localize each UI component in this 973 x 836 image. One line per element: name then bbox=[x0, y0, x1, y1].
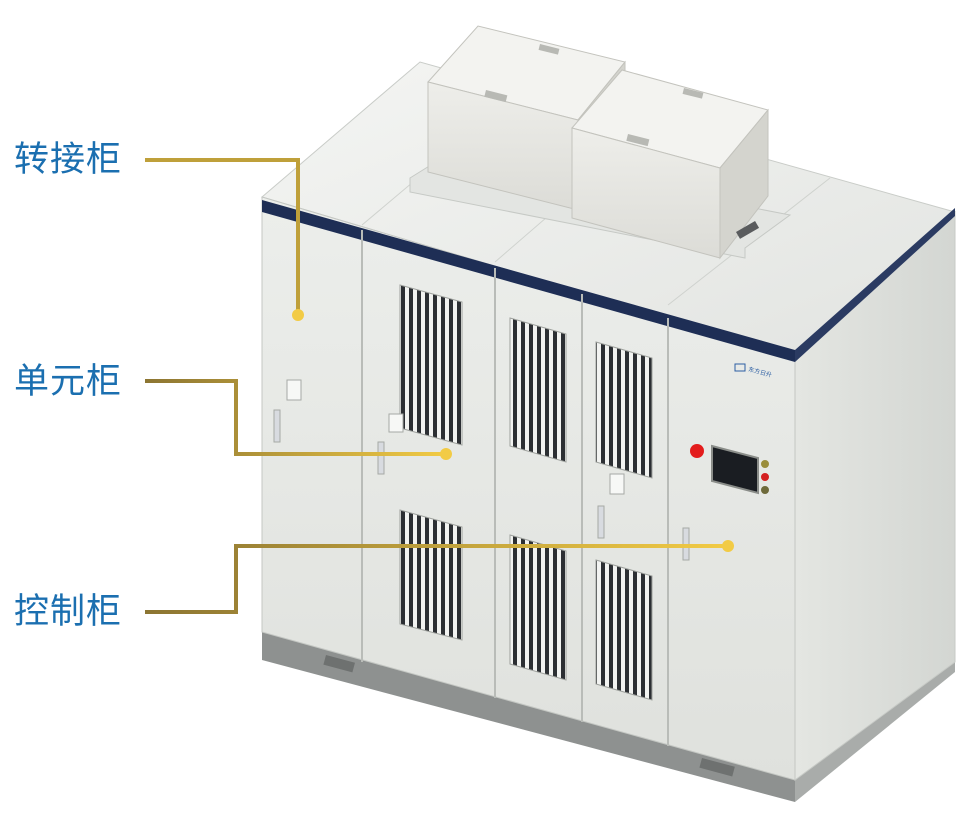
leader-line-transfer bbox=[145, 158, 300, 315]
hmi-screen bbox=[711, 444, 759, 495]
indicator-lamp-1 bbox=[761, 460, 769, 468]
leader-dot-transfer bbox=[292, 309, 304, 321]
cabinet-base bbox=[262, 632, 955, 802]
control-cabinet-label: 控制柜 bbox=[14, 592, 123, 632]
leader-dot-control bbox=[722, 540, 734, 552]
nameplate-logo bbox=[734, 363, 746, 372]
ventilation-grilles bbox=[399, 284, 653, 701]
indicator-lamp-3 bbox=[761, 486, 769, 494]
control-panel-hardware bbox=[690, 363, 769, 495]
fan-box-right bbox=[571, 69, 769, 260]
transfer-cabinet-label: 转接柜 bbox=[14, 140, 123, 180]
leader-dot-unit bbox=[440, 448, 452, 460]
door-handles bbox=[273, 379, 690, 561]
leader-endpoints bbox=[292, 309, 734, 552]
leader-line-control bbox=[145, 544, 728, 614]
unit-cabinet-label: 单元柜 bbox=[14, 362, 123, 402]
indicator-lamp-2 bbox=[761, 473, 769, 481]
leader-line-unit bbox=[145, 379, 446, 456]
emergency-stop-button bbox=[690, 444, 704, 458]
leader-lines bbox=[145, 158, 728, 614]
cabinet-top-trim bbox=[262, 200, 795, 362]
panel-seams bbox=[361, 230, 669, 746]
